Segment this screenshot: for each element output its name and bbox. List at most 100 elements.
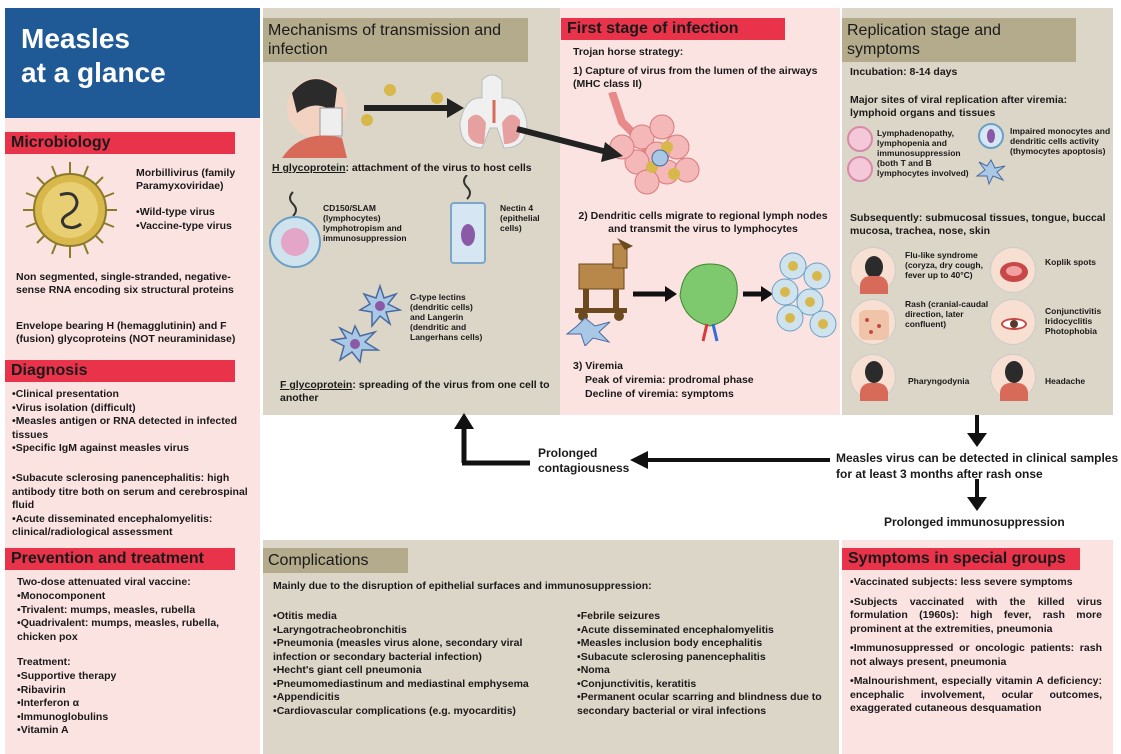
list-item: Appendicitis [273, 691, 563, 705]
trojan-horse-illustration [565, 238, 837, 346]
family-line1: Morbillivirus (family [136, 167, 236, 179]
symptom-flu-icon [850, 247, 896, 294]
list-item: Noma [577, 664, 832, 678]
list-item: Acute disseminated encephalomyelitis: cl… [12, 513, 252, 540]
list-item: Wild-type virus [136, 206, 256, 220]
symptom-pharyngodynia-icon [850, 354, 896, 401]
lymph-text: Lymphadenopathy, lymphopenia and immunos… [877, 128, 969, 178]
list-item: Cardiovascular complications (e.g. myoca… [273, 705, 563, 719]
list-item: Malnourishment, especially vitamin A def… [850, 675, 1102, 716]
first-stage-panel [560, 8, 840, 415]
list-item: Pneumonia (measles virus alone, secondar… [273, 637, 563, 664]
peak-text: Peak of viremia: prodromal phase [585, 374, 754, 386]
list-item: Pneumomediastinum and mediastinal emphys… [273, 678, 563, 692]
list-item: Specific IgM against measles virus [12, 442, 252, 456]
flu-text: Flu-like syndrome (coryza, dry cough, fe… [905, 250, 983, 280]
rash-text: Rash (cranial-caudal direction, later co… [905, 299, 989, 329]
pharyn-text: Pharyngodynia [908, 376, 970, 386]
mechanisms-panel [263, 8, 560, 415]
impaired-text: Impaired monocytes and dendritic cells a… [1010, 126, 1111, 156]
symptom-rash-icon [850, 299, 896, 345]
special-groups-list: Vaccinated subjects: less severe symptom… [850, 576, 1102, 716]
title-line2: at a glance [21, 57, 166, 88]
h-glyco-label: H glycoprotein [272, 162, 346, 174]
conj-text: Conjunctivitis Iridocyclitis Photophobia [1045, 306, 1102, 336]
list-item: Subjects vaccinated with the killed viru… [850, 596, 1102, 637]
list-item: Febrile seizures [577, 610, 832, 624]
envelope-text: Envelope bearing H (hemagglutinin) and F… [16, 320, 236, 345]
list-item: Monocomponent [17, 590, 247, 604]
detected-text: Measles virus can be detected in clinica… [836, 451, 1119, 481]
symptom-headache-icon [990, 354, 1036, 401]
complications-heading: Complications [263, 548, 408, 573]
step3-text: 3) Viremia [573, 360, 624, 372]
step2-text: 2) Dendritic cells migrate to regional l… [578, 210, 828, 235]
koplik-text: Koplik spots [1045, 257, 1097, 267]
prevention-heading: Prevention and treatment [5, 548, 235, 570]
list-item: Virus isolation (difficult) [12, 402, 252, 416]
lymphocytes-icon [847, 126, 873, 182]
dendritic-cells-icon [330, 283, 403, 364]
decline-text: Decline of viremia: symptoms [585, 388, 734, 400]
virus-family: Morbillivirus (family Paramyxoviridae) [136, 167, 256, 193]
list-item: Conjunctivitis, keratitis [577, 678, 832, 692]
list-item: Vaccine-type virus [136, 220, 256, 234]
complications-intro: Mainly due to the disruption of epitheli… [273, 580, 652, 592]
diagnosis-heading: Diagnosis [5, 360, 235, 382]
replication-heading: Replication stage and symptoms [842, 18, 1076, 62]
special-groups-heading: Symptoms in special groups [842, 548, 1080, 570]
symptom-conjunctivitis-icon [990, 299, 1036, 345]
list-item: Quadrivalent: mumps, measles, rubella, c… [17, 617, 247, 644]
diagnosis-list-2: Subacute sclerosing panencephalitis: hig… [12, 472, 252, 540]
title-box: Measles at a glance [5, 8, 260, 118]
list-item: Subacute sclerosing panencephalitis [577, 651, 832, 665]
list-item: Laryngotracheobronchitis [273, 624, 563, 638]
family-line2: Paramyxoviridae) [136, 180, 224, 192]
prolonged-immunosuppression: Prolonged immunosuppression [884, 515, 1065, 529]
list-item: Trivalent: mumps, measles, rubella [17, 604, 247, 618]
microbiology-heading: Microbiology [5, 132, 235, 154]
f-glyco-text: : spreading of the virus from one cell t… [280, 379, 550, 404]
list-item: Interferon α [17, 697, 247, 711]
complications-col1: Otitis media Laryngotracheobronchitis Pn… [273, 610, 563, 718]
f-glyco-line: F glycoprotein: spreading of the virus f… [280, 379, 550, 405]
lectins-text: C-type lectins (dendritic cells) and Lan… [410, 292, 483, 342]
lungs-to-alveoli-arrow [516, 126, 623, 162]
h-glyco-text: : attachment of the virus to host cells [345, 162, 532, 174]
transmission-illustration [282, 74, 528, 158]
step1-text: 1) Capture of virus from the lumen of th… [573, 65, 818, 90]
list-item: Permanent ocular scarring and blindness … [577, 691, 832, 718]
incubation-text: Incubation: 8-14 days [850, 66, 958, 78]
list-item: Ribavirin [17, 684, 247, 698]
f-glyco-label: F glycoprotein [280, 379, 353, 391]
list-item: Supportive therapy [17, 670, 247, 684]
list-item: Immunosuppressed or oncologic patients: … [850, 642, 1102, 669]
list-item: Vaccinated subjects: less severe symptom… [850, 576, 1102, 590]
subsequently-text: Subsequently: submucosal tissues, tongue… [850, 212, 1106, 237]
treatment-intro: Treatment: [17, 656, 71, 668]
complications-col2: Febrile seizures Acute disseminated ence… [577, 610, 832, 718]
treatment-list: Supportive therapy Ribavirin Interferon … [17, 670, 247, 738]
title-line1: Measles [21, 23, 130, 54]
prolonged-contagiousness: Prolonged contagiousness [538, 446, 630, 475]
flow-arrows [454, 413, 987, 511]
rna-text: Non segmented, single-stranded, negative… [16, 271, 234, 296]
symptom-koplik-icon [990, 247, 1036, 293]
headache-text: Headache [1045, 376, 1086, 386]
vaccine-list: Monocomponent Trivalent: mumps, measles,… [17, 590, 247, 644]
vaccine-intro: Two-dose attenuated viral vaccine: [17, 576, 191, 588]
list-item: Measles inclusion body encephalitis [577, 637, 832, 651]
list-item: Otitis media [273, 610, 563, 624]
monocytes-icon [975, 123, 1006, 186]
list-item: Clinical presentation [12, 388, 252, 402]
h-glyco-line: H glycoprotein: attachment of the virus … [272, 162, 557, 175]
nectin-text: Nectin 4 (epithelial cells) [500, 203, 540, 233]
list-item: Subacute sclerosing panencephalitis: hig… [12, 472, 252, 513]
cd150-text: CD150/SLAM (lymphocytes) lymphotropism a… [323, 203, 407, 243]
list-item: Acute disseminated encephalomyelitis [577, 624, 832, 638]
list-item: Immunoglobulins [17, 711, 247, 725]
epithelial-cell-icon [450, 175, 486, 264]
virus-types: Wild-type virus Vaccine-type virus [136, 206, 256, 233]
first-stage-heading: First stage of infection [561, 18, 785, 40]
trojan-text: Trojan horse strategy: [573, 46, 684, 58]
